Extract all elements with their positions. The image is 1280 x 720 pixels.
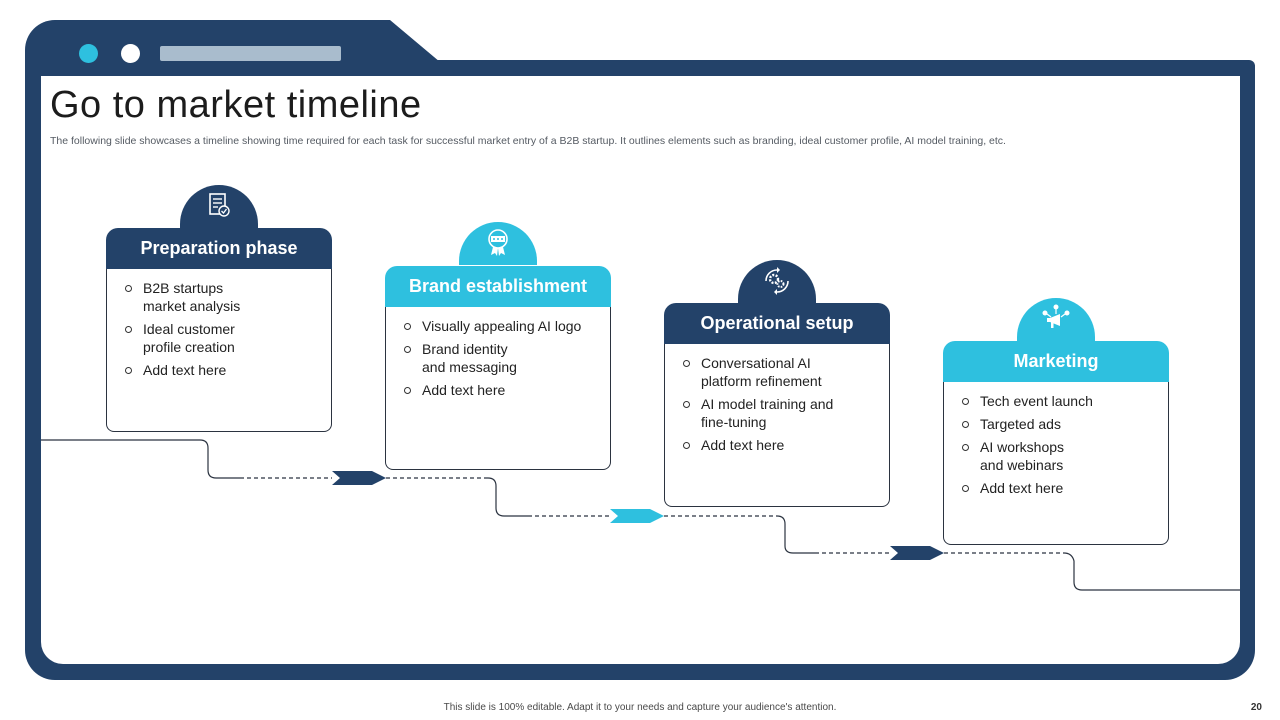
phase-3-card: Conversational AI platform refinement AI… [664, 344, 890, 507]
list-item: AI model training and fine-tuning [681, 395, 879, 431]
footer-note: This slide is 100% editable. Adapt it to… [443, 702, 837, 713]
phase-2-title: Brand establishment [385, 266, 611, 307]
megaphone-network-icon [1042, 304, 1070, 328]
slide-subtitle: The following slide showcases a timeline… [50, 135, 1006, 147]
page-number: 20 [1250, 702, 1262, 713]
phase-4-card: Tech event launch Targeted ads AI worksh… [943, 382, 1169, 545]
list-item: Visually appealing AI logo [402, 317, 600, 335]
phase-4-title: Marketing [943, 341, 1169, 382]
tab-bar-placeholder [160, 46, 341, 61]
list-item: Brand identity and messaging [402, 340, 600, 376]
arrow-1 [332, 471, 386, 485]
ribbon-badge-icon [488, 229, 508, 256]
list-item: Ideal customer profile creation [123, 320, 321, 356]
list-item: Add text here [681, 436, 879, 454]
checklist-document-icon [209, 193, 230, 217]
list-item: AI workshops and webinars [960, 438, 1158, 474]
slide-title: Go to market timeline [50, 84, 422, 126]
window-dot-white [121, 44, 140, 63]
list-item: Tech event launch [960, 392, 1158, 410]
list-item: B2B startups market analysis [123, 279, 321, 315]
arrow-2 [610, 509, 664, 523]
phase-1-card: B2B startups market analysis Ideal custo… [106, 269, 332, 432]
gears-cycle-icon [765, 267, 789, 295]
list-item: Add text here [402, 381, 600, 399]
arrow-3 [890, 546, 944, 560]
phase-3-title: Operational setup [664, 303, 890, 344]
list-item: Add text here [123, 361, 321, 379]
phase-1-title: Preparation phase [106, 228, 332, 269]
list-item: Add text here [960, 479, 1158, 497]
window-dot-cyan [79, 44, 98, 63]
list-item: Conversational AI platform refinement [681, 354, 879, 390]
phase-2-card: Visually appealing AI logo Brand identit… [385, 307, 611, 470]
list-item: Targeted ads [960, 415, 1158, 433]
